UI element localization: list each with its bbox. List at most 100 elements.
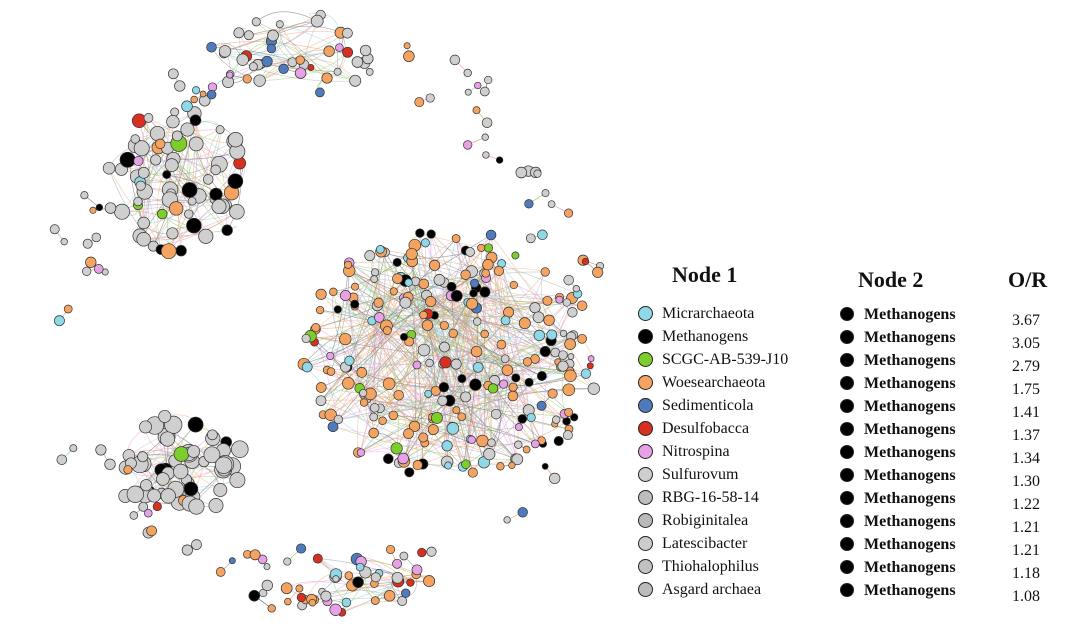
network-node [164,158,179,172]
network-node [371,268,380,277]
network-node [537,229,548,241]
network-node [188,498,205,515]
network-node [315,305,325,315]
network-edge [256,21,356,82]
or-value: 1.18 [1012,565,1040,582]
network-node [198,228,214,244]
network-node [581,257,590,266]
network-node [321,72,333,84]
network-edge [140,153,240,183]
network-node [160,488,176,504]
network-node [327,421,339,433]
network-node [397,596,408,606]
network-edge [168,129,189,252]
network-edge [423,349,506,360]
network-node [524,199,534,209]
network-node [56,454,68,465]
network-node [481,133,489,141]
network-node [287,57,298,68]
network-node [567,353,575,360]
network-node [477,243,486,252]
network-node [557,360,569,372]
node2-label: Methanogens [864,490,956,507]
network-node [576,300,588,311]
network-node [481,268,491,278]
node2-label: Methanogens [864,329,956,346]
network-node [249,549,261,561]
network-edge [226,163,242,231]
node2-color-dot [840,445,854,459]
network-node [586,362,594,370]
network-edge [259,32,341,81]
network-node [406,578,415,587]
network-node [392,558,403,569]
network-edge [223,53,338,73]
network-node [169,201,184,216]
network-node [580,368,592,379]
network-node [315,288,327,300]
network-node [228,557,236,565]
network-node [135,180,146,191]
network-node [344,571,354,580]
network-node [400,332,408,341]
network-edge [354,303,445,388]
network-node [373,297,384,308]
network-node [364,250,376,262]
network-node [425,358,434,368]
network-node [173,463,189,480]
node1-label: Woesearchaeota [662,374,766,391]
node1-color-dot [638,375,653,390]
network-node [514,423,523,432]
network-node [441,440,453,452]
node1-color-dot [638,352,653,367]
network-node [229,472,246,489]
network-node [359,398,369,407]
or-value: 3.05 [1012,335,1040,352]
network-edge [338,375,571,420]
network-node [563,274,574,286]
network-node [541,463,549,470]
network-node [208,498,224,513]
network-node [181,182,198,198]
network-node [403,428,414,439]
network-node [333,67,342,76]
network-node [143,113,154,123]
network-node [253,74,266,87]
network-node [559,329,568,338]
network-node [536,371,547,381]
network-edge [144,211,238,241]
network-node [227,132,244,148]
node1-label: RBG-16-58-14 [662,489,759,506]
network-node [155,138,166,149]
network-node [570,413,579,422]
network-node [267,29,279,42]
network-node [511,373,521,383]
network-node [564,407,574,417]
network-node [295,584,304,593]
network-node [509,280,518,290]
network-node [485,229,497,241]
network-node [555,295,564,304]
network-node [592,266,604,278]
network-node [449,54,461,66]
network-node [187,444,201,458]
network-node [385,544,396,555]
network-node [236,53,249,66]
network-node [511,453,524,466]
network-edge [256,21,328,79]
network-node [383,453,394,465]
node2-label: Methanogens [864,306,956,323]
network-node [206,41,217,53]
network-node [166,227,179,240]
network-node [465,247,475,257]
node2-label: Methanogens [864,582,956,599]
network-node [131,113,147,128]
network-edge [498,270,543,377]
network-node [261,579,273,592]
network-edge [303,320,372,365]
or-value: 3.67 [1012,312,1040,329]
network-node [359,388,368,398]
network-node [218,45,232,58]
network-node [342,377,355,390]
network-node [312,553,323,564]
